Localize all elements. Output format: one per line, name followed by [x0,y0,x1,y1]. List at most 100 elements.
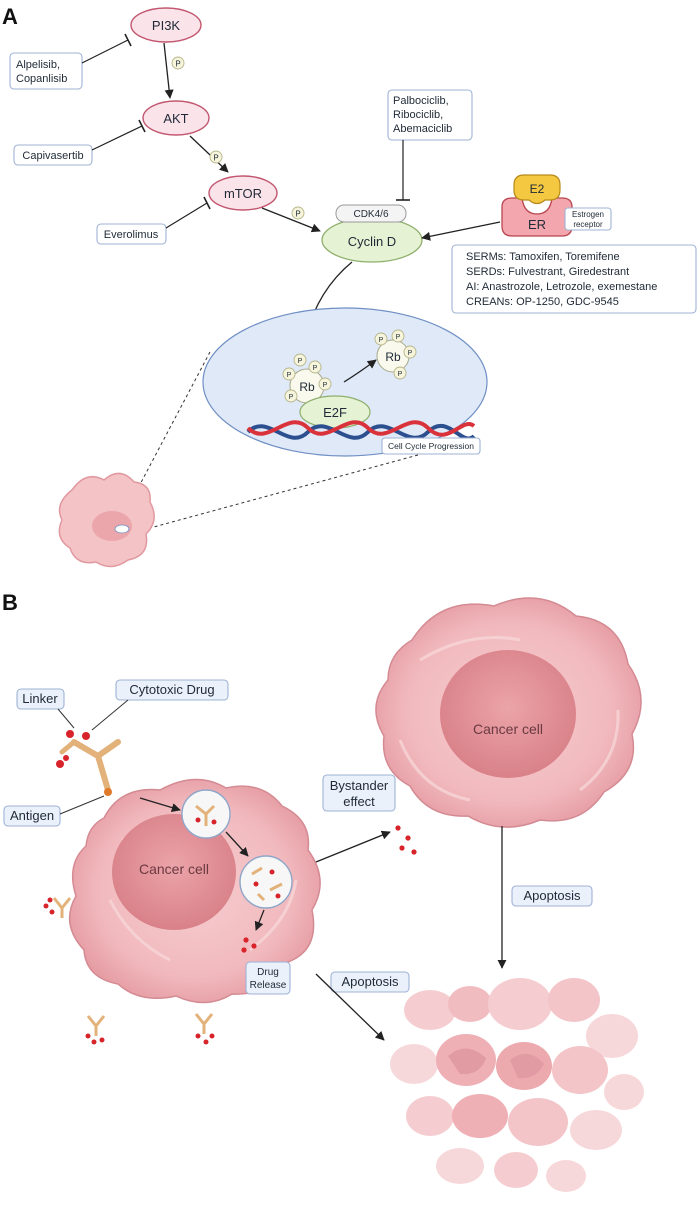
akt-inhibitor: Capivasertib [22,150,83,162]
arrow-rb-release [343,359,377,383]
endocrine-therapy-box: SERMs: Tamoxifen, Toremifene SERDs: Fulv… [451,244,697,314]
akt-inhibition-line [91,125,143,151]
released-drug-dots [241,937,257,953]
adc-surface-2 [85,1015,106,1045]
estrogen-receptor-box: Estrogen receptor [564,207,612,231]
pi3k-inhibition-line [81,39,129,64]
er-label: ER [528,217,546,232]
bystander-drug-dots [395,825,417,855]
arrow-adc-internalize [139,797,181,813]
therapy-serms: SERMs: Tamoxifen, Toremifene [466,251,620,263]
svg-text:Linker: Linker [22,691,58,706]
cancer-cell-left: Cancer cell [68,778,321,1004]
arrow-akt-mtor [189,135,229,173]
svg-text:receptor: receptor [573,220,603,229]
cancer-cell-right: Cancer cell [375,597,642,828]
arrow-bystander [315,830,391,863]
svg-text:P: P [398,371,403,378]
adc-surface-1 [43,897,72,918]
pi3k-label: PI3K [152,18,181,33]
pi3k-inhibitor-1: Alpelisib, [16,59,60,71]
apoptosis-box-right: Apoptosis [511,885,593,907]
phospho-3: P [291,206,305,220]
svg-text:P: P [323,382,328,389]
svg-text:P: P [289,394,294,401]
svg-text:Drug: Drug [257,967,279,978]
cdk46-label: CDK4/6 [353,209,388,220]
pi3k-inhibitor-box: Alpelisib, Copanlisib [9,52,83,90]
svg-text:Release: Release [250,980,287,991]
endosome-1 [181,789,231,839]
svg-text:P: P [213,154,218,163]
antibody-drug-conjugate [56,730,121,796]
arrow-release [254,909,265,931]
phospho-2: P [209,150,223,164]
svg-text:Rb: Rb [385,350,401,364]
arrow-pi3k-akt [163,42,174,99]
apoptotic-bodies [390,978,644,1192]
svg-text:Apoptosis: Apoptosis [523,888,581,903]
cyclin-d-node: Cyclin D [321,217,423,263]
mtor-inhibitor: Everolimus [104,229,159,241]
tumor-cell-small [58,472,155,568]
phospho-1: P [171,56,185,70]
cancer-cell-left-label: Cancer cell [139,861,209,877]
mtor-label: mTOR [224,186,262,201]
e2f-label: E2F [323,405,347,420]
pi3k-inhibition-bar [124,33,132,47]
arrow-endosome [225,831,249,857]
cyclin-d-label: Cyclin D [348,234,396,249]
svg-text:Apoptosis: Apoptosis [341,974,399,989]
svg-text:P: P [379,337,384,344]
arrow-er-cyclin [421,221,501,241]
akt-label: AKT [163,111,188,126]
akt-inhibition-bar [138,119,146,133]
mtor-inhibition-line [165,202,208,229]
cancer-cell-right-label: Cancer cell [473,721,543,737]
endosome-2 [239,855,293,909]
svg-text:P: P [295,210,300,219]
akt-inhibitor-box: Capivasertib [13,144,93,166]
therapy-ai: AI: Anastrozole, Letrozole, exemestane [466,281,657,293]
panel-a-label: A [2,4,18,29]
svg-text:Estrogen: Estrogen [572,210,604,219]
antigen-label-box: Antigen [3,805,61,827]
dna-helix [246,420,476,441]
mtor-inhibition-bar [203,196,211,210]
zoom-line-2 [127,454,419,535]
therapy-serds: SERDs: Fulvestrant, Giredestrant [466,266,629,278]
arrow-mtor-cyclin [261,207,321,233]
drug-pointer [91,699,129,731]
adc-surface-3 [194,1013,215,1045]
cdk-inhibitor-3: Abemaciclib [393,123,452,135]
cell-cycle-box: Cell Cycle Progression [381,437,481,455]
pi3k-node: PI3K [130,7,202,43]
svg-text:P: P [313,365,318,372]
e2-label: E2 [530,182,545,196]
mtor-inhibitor-box: Everolimus [96,223,167,245]
rb-complex-free: Rb P P P P [374,329,417,380]
bystander-box: Bystander effect [322,774,396,812]
mtor-node: mTOR [208,175,278,211]
cdk-inhibitor-2: Ribociclib, [393,109,443,121]
akt-node: AKT [142,100,210,136]
svg-text:P: P [287,372,292,379]
svg-text:P: P [298,358,303,365]
e2f-node: E2F [299,395,371,429]
svg-text:Rb: Rb [299,380,315,394]
cdk-inhibitor-1: Palbociclib, [393,95,449,107]
antigen-pointer [59,795,105,815]
cell-cycle-label: Cell Cycle Progression [388,441,474,451]
cdk-inhibitor-box: Palbociclib, Ribociclib, Abemaciclib [387,89,473,141]
e2-node: E2 [513,174,561,205]
apoptosis-box-left: Apoptosis [330,971,410,993]
arrow-apoptosis-left [315,973,385,1041]
svg-text:P: P [175,60,180,69]
svg-text:Bystander: Bystander [330,778,389,793]
linker-pointer [57,708,75,729]
rb-complex-bound: Rb P P P P P [282,353,332,404]
svg-text:P: P [396,334,401,341]
drug-release-box: Drug Release [245,961,291,995]
svg-text:Cytotoxic Drug: Cytotoxic Drug [129,682,214,697]
